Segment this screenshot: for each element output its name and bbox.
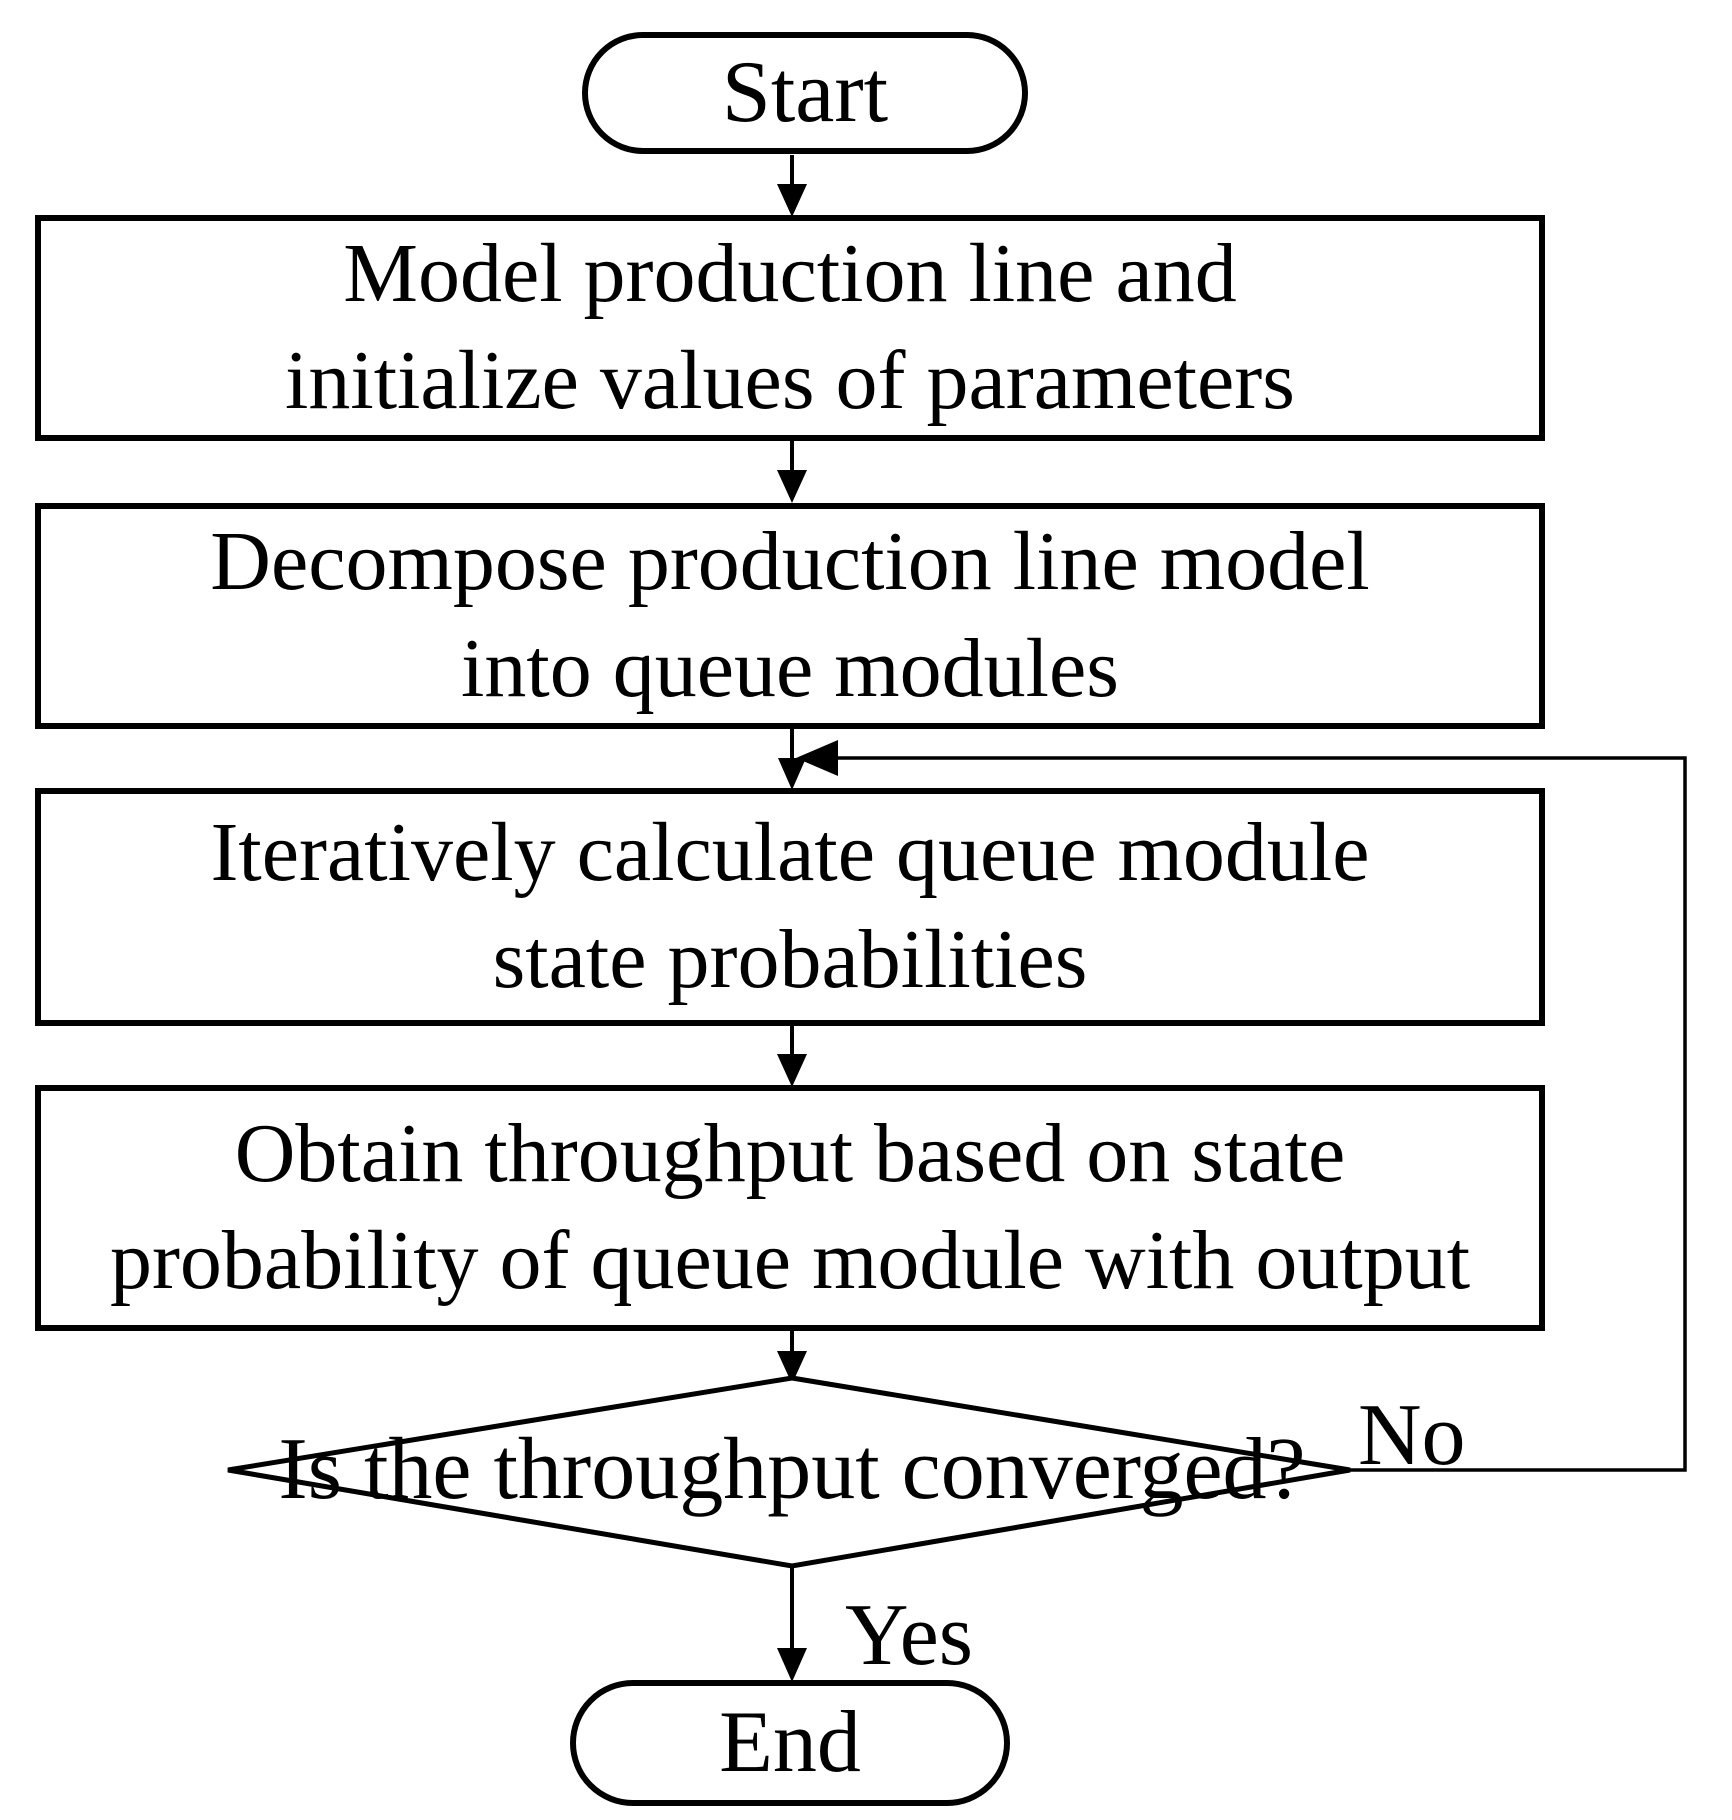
arrow-step4-to-decision	[777, 1330, 807, 1384]
arrow-step1-to-step2	[777, 440, 807, 503]
process-text-line: Obtain throughput based on state	[234, 1107, 1346, 1201]
process-box-decompose-model: Decompose production line model into que…	[35, 503, 1545, 729]
start-label: Start	[721, 44, 889, 141]
arrowhead-down-icon	[777, 1648, 807, 1682]
decision-question: Is the throughput converged?	[278, 1421, 1306, 1518]
process-box-obtain-throughput: Obtain throughput based on state probabi…	[35, 1085, 1545, 1331]
arrow-start-to-step1	[777, 155, 807, 217]
end-label: End	[719, 1694, 861, 1791]
no-branch-label: No	[1358, 1387, 1466, 1484]
process-text-line: initialize values of parameters	[285, 334, 1295, 427]
process-text-line: Iteratively calculate queue module	[210, 806, 1370, 900]
arrowhead-down-icon	[777, 1351, 807, 1384]
process-text-line: Decompose production line model	[210, 515, 1370, 609]
process-text-line: Model production line and	[343, 227, 1237, 321]
process-text-line: probability of queue module with output	[109, 1214, 1471, 1307]
arrowhead-down-icon	[777, 184, 807, 217]
yes-branch-label: Yes	[845, 1587, 974, 1684]
no-feedback-loop-line	[796, 740, 1687, 1472]
arrowhead-down-icon	[777, 470, 807, 503]
end-terminal: End	[570, 1680, 1010, 1806]
start-terminal: Start	[582, 32, 1028, 154]
process-box-iterative-calculation: Iteratively calculate queue module state…	[35, 788, 1545, 1026]
arrow-decision-to-end	[777, 1566, 807, 1682]
arrowhead-down-icon	[778, 758, 806, 790]
arrow-step2-to-step3	[778, 728, 806, 790]
process-box-model-production-line: Model production line and initialize val…	[35, 215, 1545, 441]
loop-arrowhead-left-icon	[796, 740, 838, 776]
process-text-line: state probabilities	[492, 913, 1088, 1006]
arrowhead-down-icon	[777, 1054, 807, 1087]
arrow-step3-to-step4	[777, 1025, 807, 1087]
process-text-line: into queue modules	[461, 622, 1119, 715]
